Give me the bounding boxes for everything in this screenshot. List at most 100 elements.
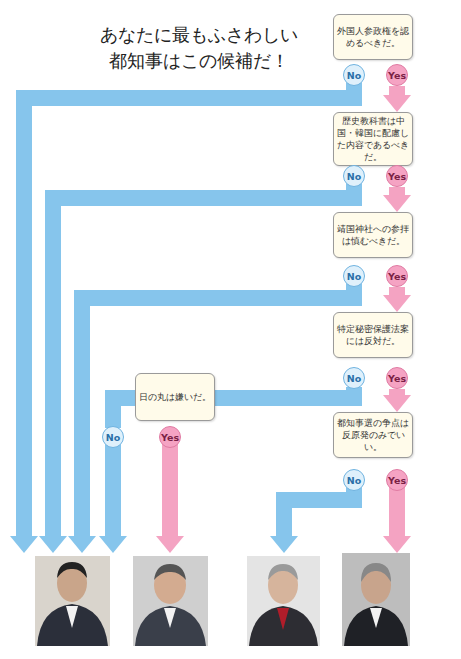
no-band: [284, 480, 354, 537]
chart-title: あなたに最もふさわしい 都知事はこの候補だ！: [96, 22, 302, 74]
text-stack: No: [347, 70, 361, 81]
text-stack: No: [347, 373, 361, 384]
answer-text: Yes: [388, 70, 406, 81]
yes-arrow: [383, 389, 411, 412]
photo-frame: [247, 556, 320, 646]
arrow-head: [10, 536, 38, 553]
question-box: 都知事選の争点は反原発のみでいい。: [333, 412, 413, 458]
no-circle: No: [343, 165, 365, 187]
suit-shape: [135, 606, 206, 646]
answer-text: No: [106, 432, 120, 443]
photo-frame: [35, 556, 110, 646]
text-stack: Yes: [388, 70, 406, 81]
connector-line: [215, 387, 354, 398]
answer-text: Yes: [388, 373, 406, 384]
question-text: 特定秘密保護法案には反対だ。: [337, 323, 409, 347]
arrow-head: [270, 536, 298, 553]
answer-text: Yes: [388, 171, 406, 182]
text-stack: No: [347, 475, 361, 486]
answer-text: Yes: [388, 271, 406, 282]
text-stack: Yes: [388, 475, 406, 486]
connector-line: [389, 187, 405, 196]
question-text: 日の丸は嫌いだ。: [139, 391, 211, 403]
answer-text: No: [347, 373, 361, 384]
text-stack: Yes: [161, 432, 179, 443]
yes-arrow: [383, 187, 411, 212]
question-text: 外国人参政権を認めるべきだ。: [337, 25, 409, 49]
hair-shape: [57, 562, 87, 578]
yes-circle: Yes: [386, 265, 408, 287]
yes-arrow: [383, 287, 411, 312]
no-circle: No: [343, 64, 365, 86]
text-stack: 歴史教科書は中国・韓国に配慮した内容であるべきだ。: [337, 115, 409, 163]
arrow-head: [68, 536, 96, 553]
connector-line: [389, 86, 405, 96]
no-circle: No: [102, 426, 124, 448]
text-stack: Yes: [388, 271, 406, 282]
no-circle: No: [343, 469, 365, 491]
yes-band: [162, 437, 178, 537]
no-bands: [24, 75, 354, 537]
shirt-shape: [370, 608, 382, 628]
arrow-head: [383, 395, 411, 412]
no-band: [113, 398, 135, 428]
arrow-head: [383, 195, 411, 212]
question-box: 靖国神社への参拝は慎むべきだ。: [333, 212, 413, 258]
no-band: [82, 276, 354, 537]
text-stack: 特定秘密保護法案には反対だ。: [337, 323, 409, 347]
arrow-head: [383, 295, 411, 312]
hair-shape: [361, 563, 391, 582]
text-stack: No: [347, 171, 361, 182]
text-stack: 都知事選の争点は反原発のみでいい。: [337, 417, 409, 453]
question-box: 特定秘密保護法案には反対だ。: [333, 312, 413, 358]
shirt-shape: [66, 606, 78, 628]
yes-circle: Yes: [386, 165, 408, 187]
connector-line: [389, 287, 405, 296]
tie-shape: [277, 608, 289, 630]
arrow-head: [156, 536, 184, 553]
no-band: [53, 176, 354, 537]
yes-circle: Yes: [386, 367, 408, 389]
answer-text: No: [347, 70, 361, 81]
no-heads: [10, 536, 298, 553]
text-stack: 日の丸は嫌いだ。: [139, 391, 211, 403]
suit-shape: [344, 606, 408, 646]
no-band: [105, 437, 121, 537]
candidate-photo: [247, 556, 320, 646]
candidate-photo: [133, 556, 208, 646]
answer-text: No: [347, 271, 361, 282]
no-circle: No: [343, 265, 365, 287]
question-text: 都知事選の争点は反原発のみでいい。: [337, 417, 409, 453]
no-band: [24, 75, 354, 537]
answer-text: Yes: [161, 432, 179, 443]
hair-shape: [154, 564, 186, 580]
hair-shape: [268, 564, 298, 580]
yes-arrow: [383, 86, 411, 112]
text-stack: Yes: [388, 171, 406, 182]
question-box: 日の丸は嫌いだ。: [135, 373, 215, 421]
question-box: 外国人参政権を認めるべきだ。: [333, 14, 413, 60]
text-stack: 靖国神社への参拝は慎むべきだ。: [337, 223, 409, 247]
question-box: 歴史教科書は中国・韓国に配慮した内容であるべきだ。: [333, 112, 413, 166]
arrow-head: [39, 536, 67, 553]
suit-shape: [37, 604, 108, 646]
candidate-photo: [35, 556, 110, 646]
connector-line: [389, 389, 405, 396]
candidate-photo: [342, 553, 410, 646]
answer-text: No: [347, 475, 361, 486]
shirt-shape: [164, 608, 176, 628]
arrow-head: [99, 536, 127, 553]
yes-heads: [156, 536, 411, 553]
question-text: 靖国神社への参拝は慎むべきだ。: [337, 223, 409, 247]
photo-frame: [342, 553, 410, 646]
suit-shape: [249, 606, 318, 646]
text-stack: No: [106, 432, 120, 443]
arrow-head: [383, 536, 411, 553]
answer-text: No: [347, 171, 361, 182]
text-stack: Yes: [388, 373, 406, 384]
yes-circle: Yes: [386, 469, 408, 491]
text-stack: 外国人参政権を認めるべきだ。: [337, 25, 409, 49]
no-circle: No: [343, 367, 365, 389]
